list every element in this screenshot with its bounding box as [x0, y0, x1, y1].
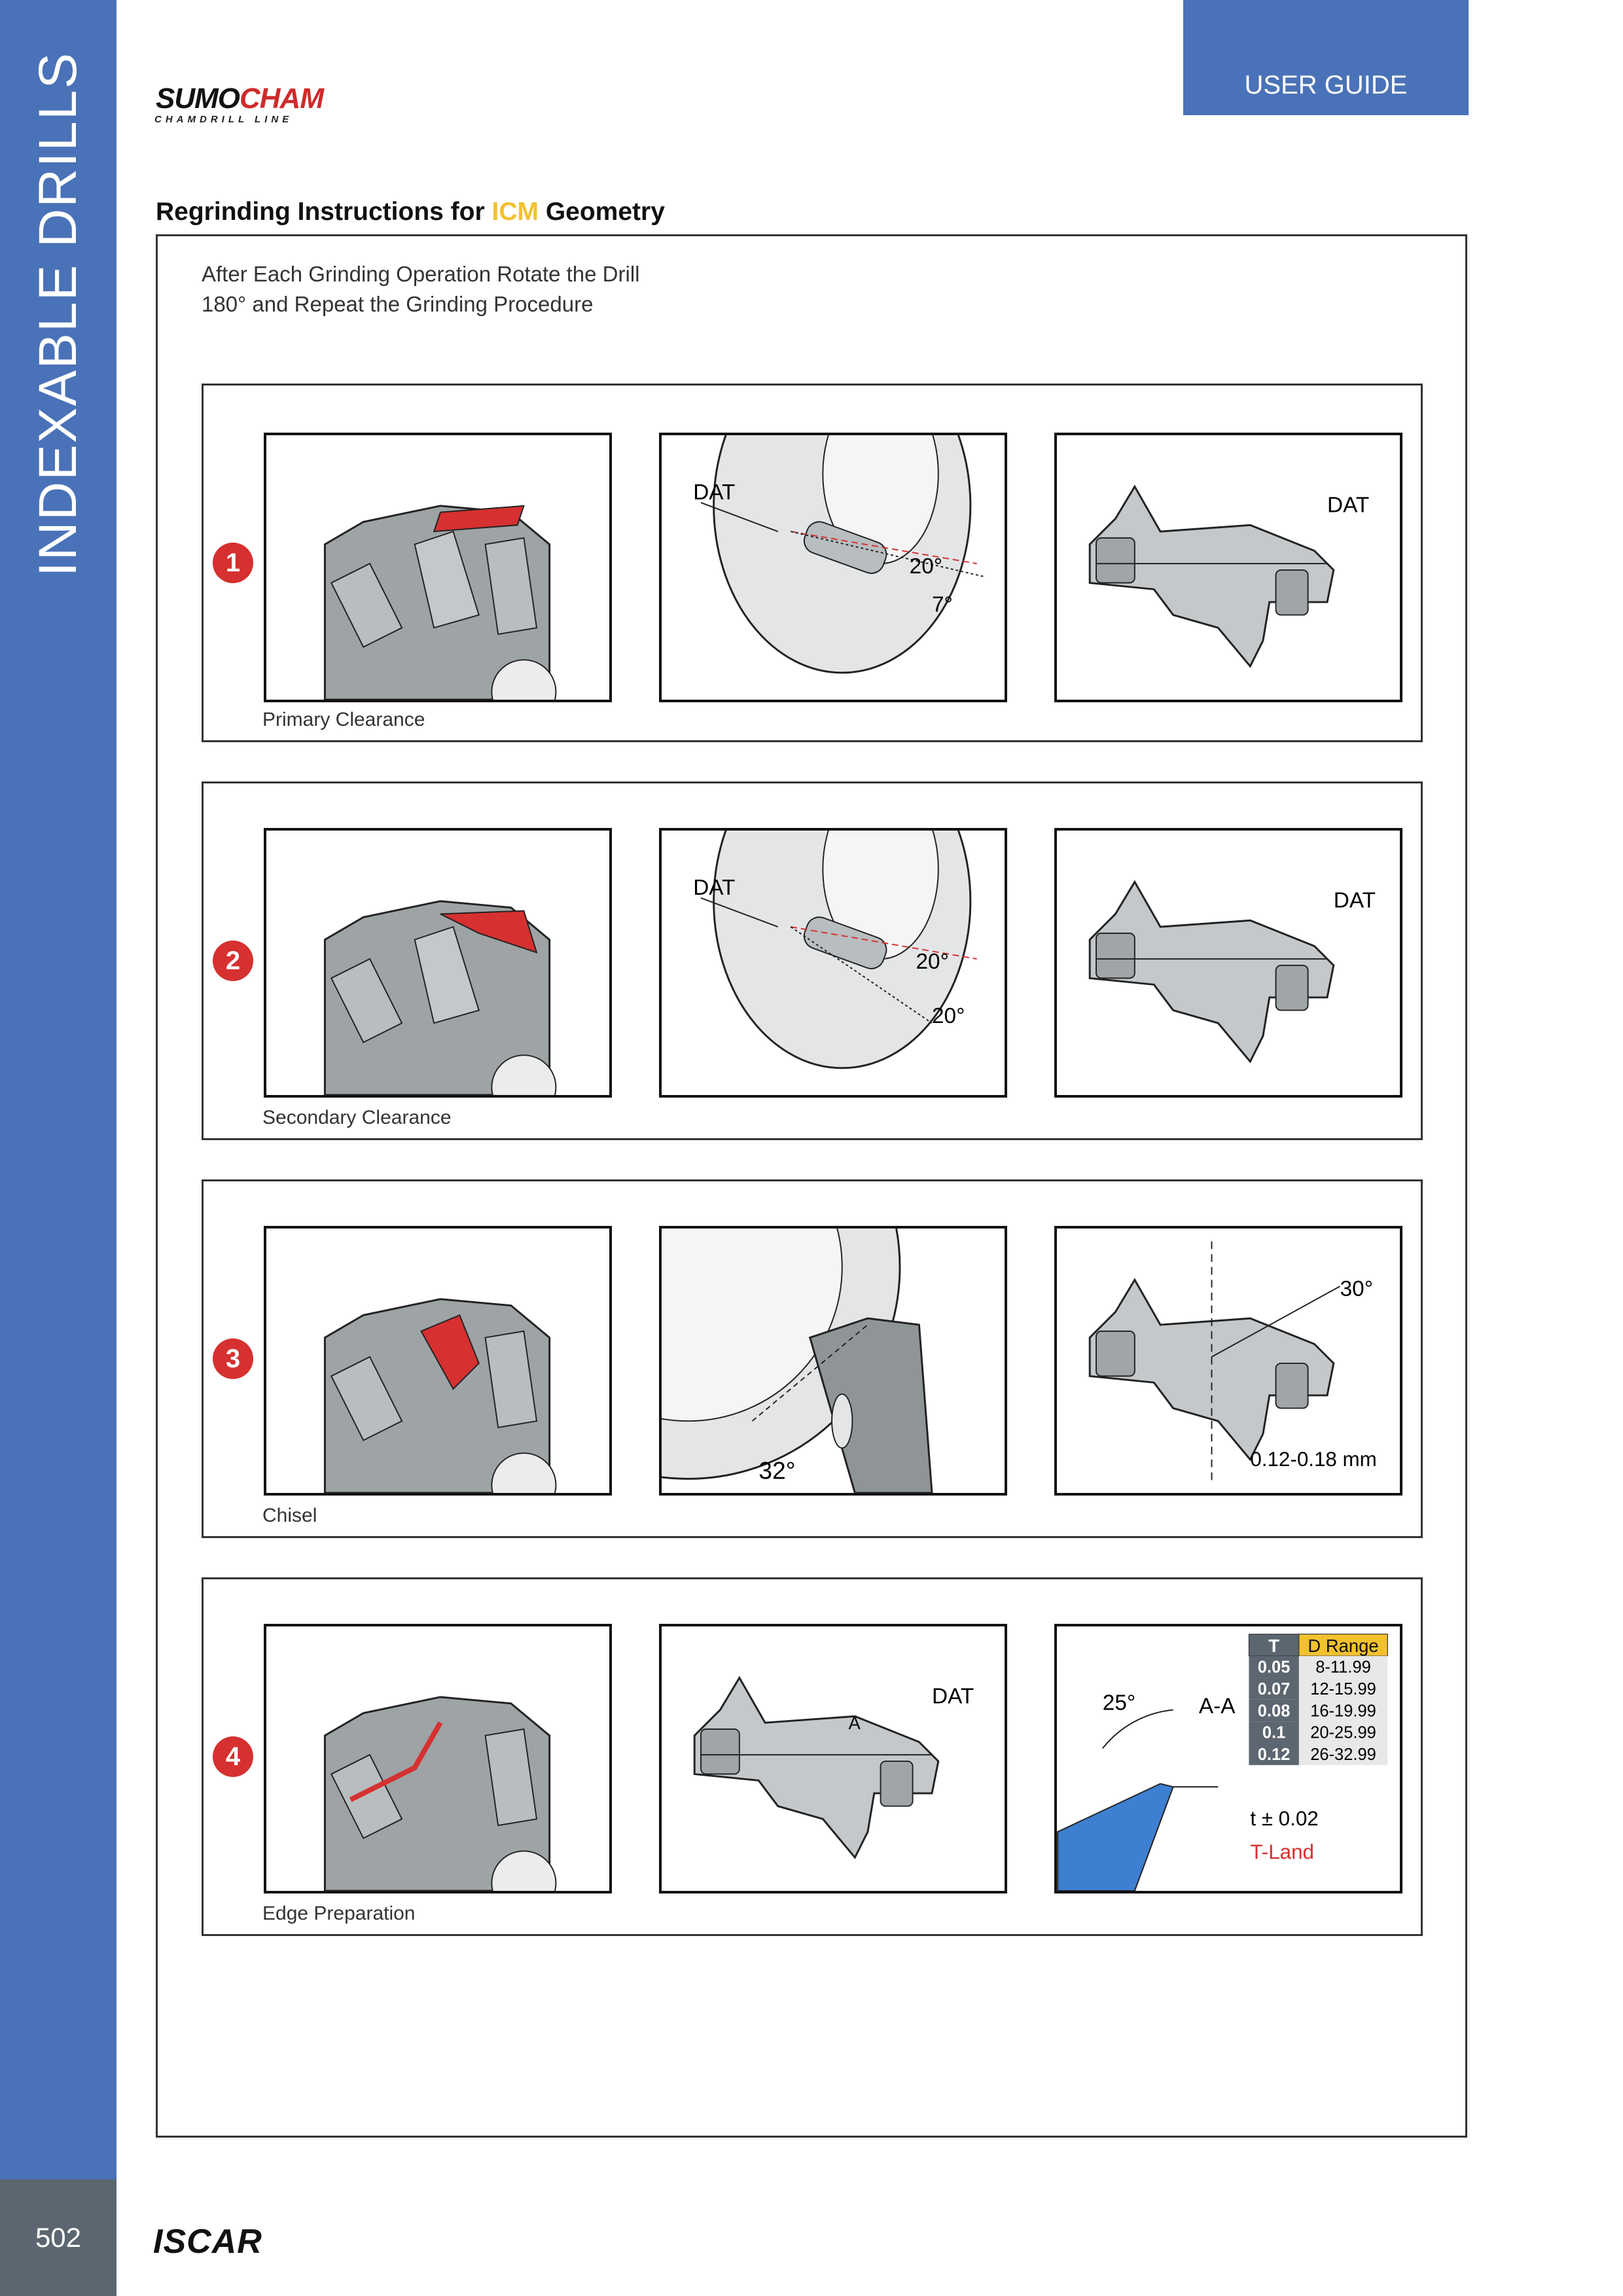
step-badge-3: 3: [213, 1338, 253, 1379]
drill-head-view-3: [264, 1226, 612, 1496]
drill-tip-view-1: DAT: [1054, 433, 1402, 702]
drill-head-illustration-4: [323, 1696, 557, 1891]
section-view-label: A-A: [1199, 1694, 1236, 1718]
logo-sumo: SUMO: [156, 82, 240, 115]
user-guide-tab: [1183, 0, 1469, 115]
secondary-clearance-highlight: [440, 910, 538, 954]
tland-label: T-Land: [1250, 1840, 1314, 1863]
sumocham-logo: SUMOCHAM: [156, 82, 324, 115]
angle-label-2a: 20°: [916, 950, 948, 974]
footer-brand-logo: ISCAR: [153, 2223, 262, 2261]
step-secondary-clearance: 2 DAT 20° 20° DAT Sec: [202, 781, 1423, 1140]
tland-table: T D Range 0.05 8-11.99 0.07 12-15.99 0.08 1…: [1248, 1634, 1388, 1765]
logo-cham: CHAM: [240, 82, 324, 115]
svg-text:12-15.99: 12-15.99: [1310, 1680, 1376, 1698]
step-badge-4: 4: [213, 1736, 253, 1777]
intro-line-2: 180° and Repeat the Grinding Procedure: [202, 292, 594, 316]
drill-head-illustration-3: [323, 1298, 557, 1493]
dat-label-2: DAT: [693, 876, 735, 900]
angle-label-2b: 20°: [932, 1004, 965, 1028]
step-badge-1: 1: [213, 543, 253, 583]
title-highlight: ICM: [491, 198, 539, 226]
step-label-3: Chisel: [262, 1505, 317, 1526]
section-illustration-4: A DAT: [693, 1676, 974, 1859]
svg-text:0.05: 0.05: [1258, 1659, 1291, 1677]
main-frame: [156, 234, 1467, 2138]
grinding-wheel-view-3: 32°: [659, 1226, 1007, 1496]
section-view-4: A DAT: [659, 1624, 1007, 1893]
svg-text:20-25.99: 20-25.99: [1310, 1724, 1376, 1742]
table-header-d-range: D Range: [1308, 1636, 1378, 1656]
chisel-range-label: 0.12-0.18 mm: [1250, 1448, 1376, 1471]
title-suffix: Geometry: [539, 198, 665, 226]
drill-head-illustration-1: [323, 505, 557, 700]
drill-head-illustration-2: [323, 900, 557, 1095]
angle-label-1a: 20°: [910, 554, 942, 579]
svg-text:0.07: 0.07: [1258, 1680, 1291, 1698]
svg-text:0.12: 0.12: [1258, 1746, 1291, 1764]
page-title: Regrinding Instructions for ICM Geometry: [156, 198, 665, 226]
svg-text:0.08: 0.08: [1258, 1702, 1291, 1720]
step-chisel: 3 32° 30° 0.12-0.18 mm Chis: [202, 1179, 1423, 1538]
table-header-t: T: [1268, 1636, 1279, 1656]
tland-angle-label: 25°: [1103, 1691, 1135, 1715]
drill-head-view-2: [264, 828, 612, 1098]
svg-text:8-11.99: 8-11.99: [1315, 1659, 1371, 1677]
step-badge-2: 2: [213, 941, 253, 981]
logo-subtitle: CHAMDRILL LINE: [154, 114, 293, 125]
grinding-wheel-illustration-2: DAT 20° 20°: [693, 831, 977, 1069]
dat-label-4: DAT: [932, 1685, 974, 1709]
edge-preparation-highlight: [349, 1721, 443, 1803]
intro-line-1: After Each Grinding Operation Rotate the…: [202, 262, 640, 286]
table-row-4: 0.1 20-25.99: [1249, 1721, 1388, 1744]
section-label: INDEXABLE DRILLS: [28, 51, 88, 577]
drill-tip-illustration-2: DAT: [1088, 880, 1376, 1064]
grinding-wheel-illustration-3: 32°: [662, 1229, 933, 1493]
angle-label-1b: 7°: [932, 593, 953, 617]
dat-label-1: DAT: [693, 480, 735, 505]
table-row-5: 0.12 26-32.99: [1249, 1743, 1388, 1765]
tland-illustration-4: 25° A-A t ± 0.02 T-Land T D Range 0.05 8-…: [1057, 1634, 1388, 1891]
angle-label-3a: 32°: [758, 1456, 795, 1484]
drill-head-view-4: [264, 1624, 612, 1893]
dat-tip-label-2: DAT: [1334, 889, 1376, 913]
table-row-1: 0.05 8-11.99: [1249, 1656, 1388, 1678]
dat-tip-label-1: DAT: [1327, 493, 1369, 518]
tland-edge-shape: [1057, 1783, 1174, 1891]
drill-head-view-1: [264, 433, 612, 702]
tland-view-4: 25° A-A t ± 0.02 T-Land T D Range 0.05 8-…: [1054, 1624, 1402, 1893]
grinding-wheel-illustration-1: DAT 20° 7°: [693, 435, 984, 674]
step-primary-clearance: 1 DAT 20° 7° DAT: [202, 384, 1423, 742]
user-guide-label: USER GUIDE: [1244, 71, 1408, 99]
title-prefix: Regrinding Instructions for: [156, 198, 492, 226]
drill-tip-view-2: DAT: [1054, 828, 1402, 1098]
side-band: [0, 0, 116, 2179]
grinding-wheel-view-1: DAT 20° 7°: [659, 433, 1007, 702]
svg-text:26-32.99: 26-32.99: [1310, 1746, 1376, 1764]
page-number-box: [0, 2179, 116, 2296]
step-label-2: Secondary Clearance: [262, 1107, 452, 1128]
tolerance-label: t ± 0.02: [1250, 1807, 1318, 1830]
primary-clearance-highlight: [433, 505, 525, 533]
drill-tip-illustration-1: DAT: [1088, 484, 1369, 668]
step-label-4: Edge Preparation: [262, 1903, 416, 1924]
svg-text:0.1: 0.1: [1262, 1724, 1285, 1742]
step-label-1: Primary Clearance: [262, 709, 425, 730]
chisel-highlight: [420, 1314, 480, 1390]
angle-label-3b: 30°: [1340, 1277, 1373, 1301]
page-number: 502: [35, 2222, 82, 2253]
table-row-2: 0.07 12-15.99: [1249, 1677, 1388, 1700]
table-row-3: 0.08 16-19.99: [1249, 1699, 1388, 1722]
drill-tip-illustration-3: 30° 0.12-0.18 mm: [1088, 1241, 1377, 1486]
step-edge-preparation: 4 A DAT 25° A-A t ± 0.02 T-Land: [202, 1577, 1423, 1936]
drill-tip-view-3: 30° 0.12-0.18 mm: [1054, 1226, 1402, 1496]
intro-text: After Each Grinding Operation Rotate the…: [202, 259, 640, 319]
svg-text:16-19.99: 16-19.99: [1310, 1702, 1376, 1720]
section-marker-a: A: [849, 1713, 861, 1733]
grinding-wheel-view-2: DAT 20° 20°: [659, 828, 1007, 1098]
